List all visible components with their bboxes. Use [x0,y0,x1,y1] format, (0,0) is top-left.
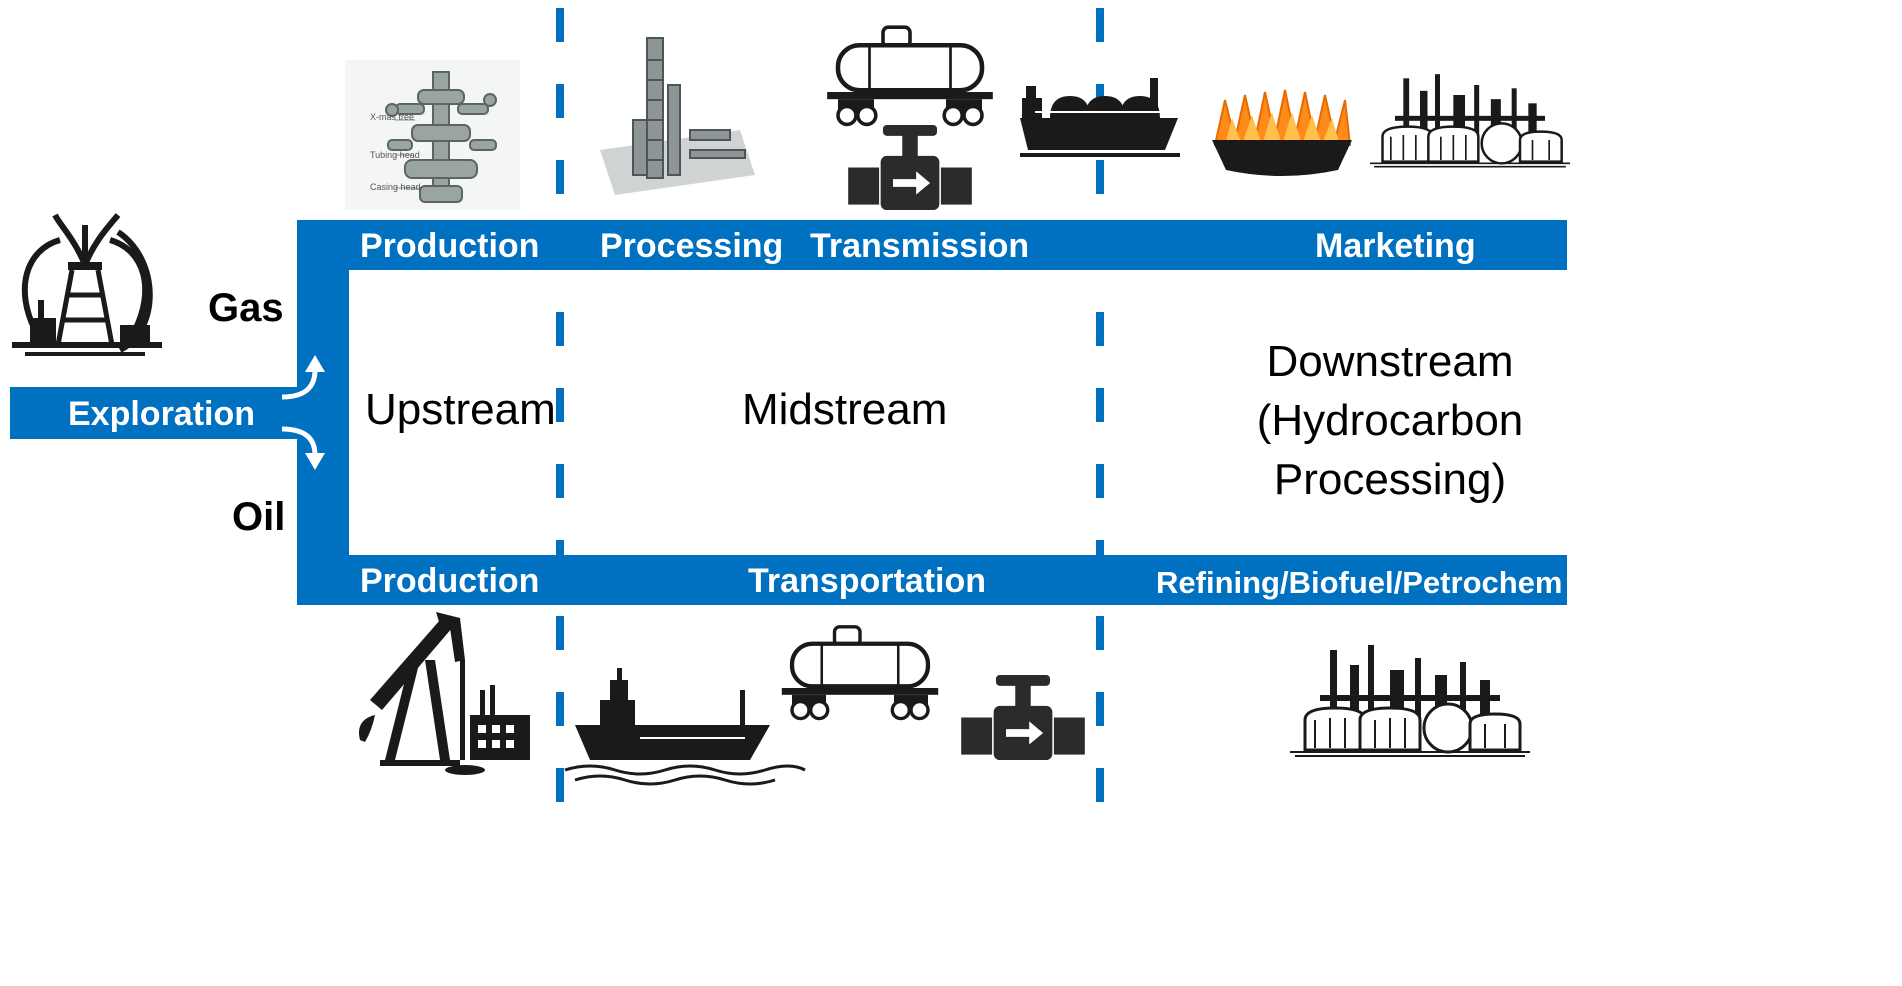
gas-arrowhead [305,355,325,372]
oil-branch-label: Oil [232,495,286,539]
oil-tanker-icon [564,668,806,786]
oil-arrowhead [305,453,325,470]
oil-stage-production: Production [360,562,540,600]
segment-upstream: Upstream [365,385,556,434]
segment-midstream: Midstream [742,385,948,434]
gas-stage-processing: Processing [600,227,784,265]
processing-tower-icon [600,37,755,195]
gas-branch-label: Gas [208,286,284,330]
gas-bar [297,220,1567,270]
flow-frame [10,220,1567,605]
oil-refinery-icon [1290,643,1530,758]
segment-downstream: Downstream (Hydrocarbon Processing) [1240,332,1540,509]
oil-stage-refining: Refining/Biofuel/Petrochem [1156,565,1563,600]
gas-tank-car-icon [827,27,993,124]
oil-branch-arrow [281,426,318,456]
oil-pipeline-valve-icon [961,675,1085,760]
gas-stage-transmission: Transmission [810,227,1030,265]
wellhead-label-xmas: X-mas tree [370,112,415,122]
downstream-line-2: (Hydrocarbon [1256,396,1524,445]
wellhead-christmas-tree-icon [345,60,520,210]
gas-refinery-icon [1370,72,1570,169]
oil-tank-car-icon [782,627,938,719]
lng-carrier-icon [1020,78,1180,157]
pumpjack-icon [359,612,530,775]
gas-stage-production: Production [360,227,540,265]
gas-pipeline-valve-icon [848,125,972,210]
wellhead-label-tubing: Tubing head [370,150,420,160]
oil-stage-transportation: Transportation [748,562,987,600]
wellhead-label-casing: Casing head [370,182,421,192]
downstream-line-3: Processing) [1273,455,1507,504]
gas-branch-arrow [281,369,318,400]
exploration-label: Exploration [68,395,256,433]
trunk-bar [297,220,349,605]
oil-bar [297,555,1567,605]
gas-stage-marketing: Marketing [1315,227,1476,265]
exploration-bar [10,387,300,439]
oil-derrick-icon [12,213,162,356]
gas-burner-flame-icon [1212,89,1352,176]
downstream-line-1: Downstream [1266,337,1514,386]
